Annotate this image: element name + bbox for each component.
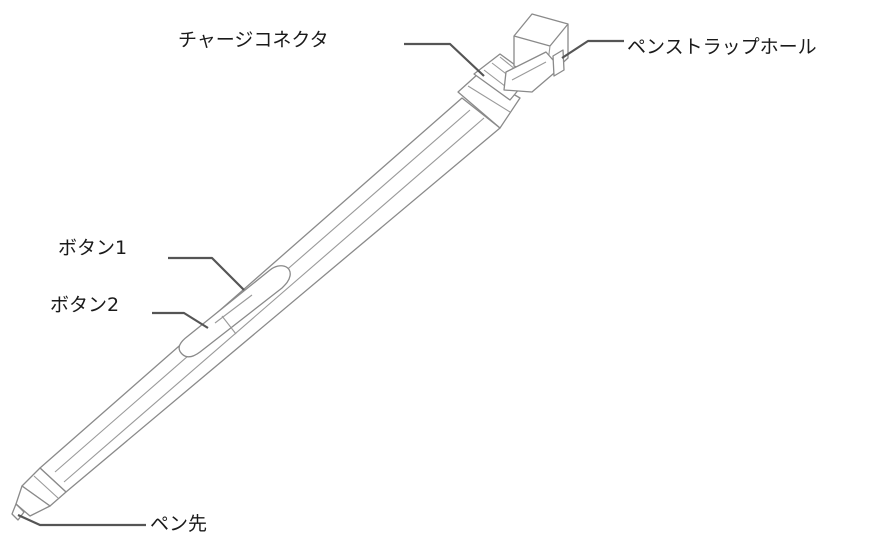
pen-collar xyxy=(457,73,521,129)
pen-tip xyxy=(11,467,67,521)
charge-connector-label: チャージコネクタ xyxy=(178,29,329,51)
leader-button1 xyxy=(168,256,245,291)
leader-strap-hole xyxy=(561,39,624,59)
leader-button2 xyxy=(152,311,209,329)
leader-charge-connector xyxy=(404,42,485,77)
strap-holder xyxy=(503,13,569,93)
pen-tip-label: ペン先 xyxy=(150,513,208,535)
side-buttons xyxy=(178,265,291,358)
button1-label: ボタン1 xyxy=(58,237,128,259)
button2-label: ボタン2 xyxy=(50,294,120,316)
leader-pen-tip xyxy=(17,513,146,527)
strap-hole-label: ペンストラップホール xyxy=(627,36,817,58)
